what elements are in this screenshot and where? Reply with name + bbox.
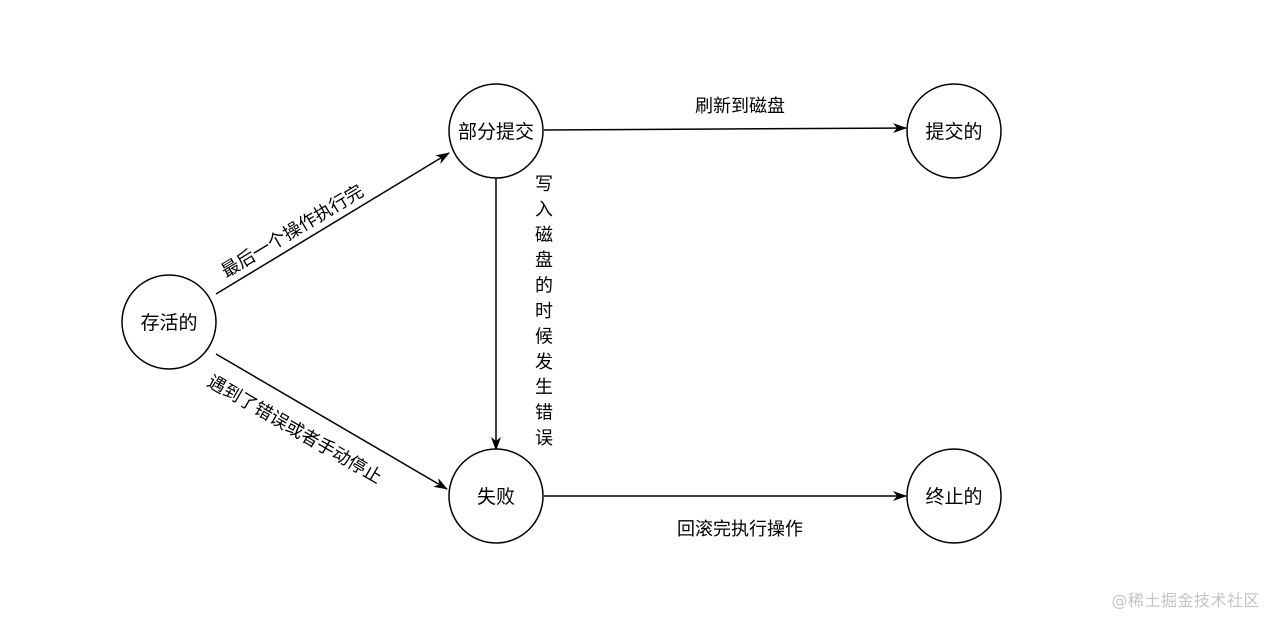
node-active-label: 存活的 [140, 312, 197, 334]
edge-active-to-failed-label: 遇到了错误或者手动停止 [204, 371, 386, 488]
node-partially-committed: 部分提交 [448, 83, 544, 179]
edge-partial-to-committed: 刷新到磁盘 [543, 96, 907, 134]
node-failed-label: 失败 [477, 486, 515, 508]
node-partially-committed-label: 部分提交 [458, 121, 534, 143]
edge-active-to-failed: 遇到了错误或者手动停止 [204, 353, 448, 490]
node-committed-circle [906, 83, 1002, 179]
node-active-circle [121, 274, 217, 370]
node-aborted: 终止的 [906, 448, 1002, 544]
node-aborted-circle [906, 448, 1002, 544]
node-committed: 提交的 [906, 83, 1002, 179]
watermark: @稀土掘金技术社区 [1111, 591, 1260, 610]
edge-active-to-partial-line [215, 152, 450, 295]
edge-partial-to-failed-label: 写入磁盘的时候发生错误 [535, 174, 553, 449]
edge-active-to-failed-line [215, 353, 448, 490]
edge-partial-to-failed-label-text: 写入磁盘的时候发生错误 [535, 174, 553, 449]
edge-partial-to-committed-label: 刷新到磁盘 [695, 96, 785, 117]
node-failed: 失败 [448, 448, 544, 544]
edge-partial-to-committed-line [543, 123, 907, 134]
edge-failed-to-aborted-label: 回滚完执行操作 [677, 519, 803, 540]
node-active: 存活的 [121, 274, 217, 370]
node-failed-circle [448, 448, 544, 544]
edge-failed-to-aborted: 回滚完执行操作 [544, 491, 907, 540]
node-committed-label: 提交的 [925, 121, 982, 143]
node-aborted-label: 终止的 [925, 486, 982, 508]
edge-active-to-partial-label: 最后一个操作执行完 [218, 181, 368, 282]
edge-partial-to-failed: 写入磁盘的时候发生错误 [491, 174, 553, 451]
edge-active-to-partial: 最后一个操作执行完 [215, 152, 450, 295]
node-partially-committed-circle [448, 83, 544, 179]
